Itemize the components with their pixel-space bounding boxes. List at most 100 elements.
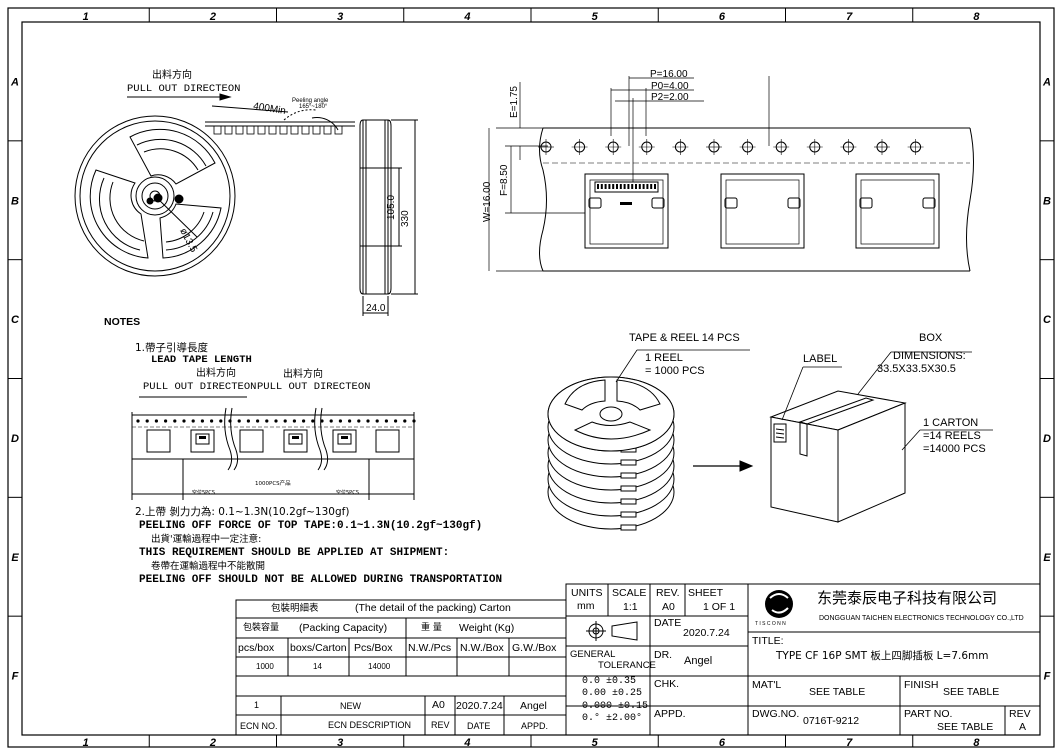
strip-hole [302, 419, 306, 423]
ecn-rev: A0 [432, 699, 445, 711]
zone-ticks [8, 8, 1054, 747]
peeling-angle-label: Peeling angle [292, 98, 329, 104]
qty-mid-label: 1000PCS产品 [255, 481, 291, 487]
material-label: MAT'L [752, 679, 782, 691]
zone-row-label: C [11, 314, 20, 326]
sprocket-holes [538, 139, 924, 155]
zone-col-label: 5 [592, 737, 599, 749]
connector-pin [654, 184, 656, 189]
lead-tape-strip [131, 396, 415, 500]
zone-col-label: 7 [846, 11, 853, 23]
carton-qty-1: 1 CARTON [923, 417, 979, 429]
strip-hole [283, 419, 287, 423]
zone-row-label: B [11, 195, 19, 207]
rev2-label: REV [1009, 708, 1031, 720]
strip-hole [292, 419, 296, 423]
leader-pocket [334, 125, 343, 135]
zone-row-label: B [1043, 195, 1051, 207]
rev-value: A0 [662, 601, 675, 613]
note1-cn: 1.帶子引導長度 [135, 342, 209, 354]
empty-right-label: 空位5PCS [336, 490, 359, 496]
ecn-appd: Angel [520, 700, 547, 712]
empty-left-label: 空位5PCS [192, 490, 215, 496]
sheet-label: SHEET [688, 587, 724, 599]
part-no-label: PART NO. [904, 708, 953, 720]
note2-cn: 2.上帶 剝力力為: 0.1~1.3N(10.2gf~130gf) [135, 506, 350, 518]
general-tolerance-1: GENERAL [570, 649, 616, 660]
packing-title-en: (The detail of the packing) Carton [355, 602, 511, 614]
tolerance-row-3: 0.000 ±0.15 [582, 701, 649, 712]
zone-col-label: 1 [83, 11, 89, 23]
connector-pin [623, 184, 626, 189]
leader-pocket [323, 125, 332, 135]
pocket-latch [922, 197, 936, 209]
strip-hole [136, 419, 140, 423]
dwg-no-label: DWG.NO. [752, 708, 800, 720]
strip-hole [384, 419, 388, 423]
ecn-header-no: ECN NO. [240, 721, 278, 731]
tolerance-row-2: 0.00 ±0.25 [582, 688, 643, 699]
stacked-reel-label [620, 485, 637, 492]
connector-body [594, 181, 659, 193]
leader-pockets [213, 125, 343, 135]
note2-en: PEELING OFF FORCE OF TOP TAPE:0.1~1.3N(1… [139, 520, 483, 532]
ecn-header-appd: APPD. [521, 721, 549, 731]
reel-qty-1: 1 REEL [645, 352, 683, 364]
box-dims-value: 33.5X33.5X30.5 [877, 363, 956, 375]
title-label: TITLE: [752, 635, 784, 647]
strip-hole [200, 419, 204, 423]
box-label: BOX [919, 332, 943, 344]
connector-key [620, 202, 632, 205]
tape-reel-count: TAPE & REEL 14 PCS [629, 332, 740, 344]
connector-pin [638, 184, 641, 189]
connector-pin [635, 184, 637, 189]
note3-cn: 出貨'運輸過程中一定注意: [151, 534, 262, 545]
zone-row-label: A [1042, 76, 1051, 88]
tape-pocket-inner [725, 179, 800, 245]
strip-pocket [283, 429, 308, 453]
zone-row-label: D [11, 433, 19, 445]
finish-label: FINISH [904, 679, 939, 691]
strip-sprocket-holes [136, 419, 416, 423]
header-pcs-per-box: Pcs/Box [354, 642, 393, 654]
sheet-border [7, 7, 1055, 748]
stacked-reel-label [620, 498, 637, 505]
reel-qty-2: = 1000 PCS [645, 365, 705, 377]
stacked-reel-label [620, 472, 637, 479]
strip-pocket [375, 429, 400, 453]
capacity-cn: 包裝容量 [243, 623, 280, 633]
tape-pocket-inner [860, 179, 935, 245]
date-label: DATE [654, 617, 682, 629]
packing-title-cn: 包裝明細表 [271, 603, 319, 614]
strip-hole [182, 419, 186, 423]
connector-pin [608, 184, 611, 189]
tape-pocket-inner [589, 179, 664, 245]
connector-pin [650, 184, 653, 189]
packing-table-grid [235, 599, 567, 736]
sheet-value: 1 OF 1 [703, 601, 736, 613]
value-boxs-carton: 14 [313, 662, 322, 671]
tape-pocket [584, 173, 669, 249]
drawn-by-value: Angel [684, 655, 713, 667]
dwg-no-value: 0716T-9212 [803, 715, 860, 727]
strip-part-pins [341, 436, 348, 439]
strip-hole [191, 419, 195, 423]
ecn-header-desc: ECN DESCRIPTION [328, 720, 412, 730]
title-value: TYPE CF 16P SMT 板上四脚插板 L=7.6mm [776, 650, 989, 662]
leader-pocket [224, 125, 233, 135]
stacked-reel-label [620, 524, 637, 531]
strip-part [337, 433, 352, 445]
header-nw-pcs: N.W./Pcs [408, 642, 452, 654]
tape-pocket [855, 173, 940, 249]
header-gw-box: G.W./Box [512, 642, 557, 654]
reel-side-view [359, 119, 418, 316]
pocket-latch [588, 197, 602, 209]
zone-col-label: 1 [83, 737, 89, 749]
connector-pin [616, 184, 618, 189]
carton-qty-3: =14000 PCS [923, 443, 986, 455]
pocket-latch [787, 197, 801, 209]
connector-pin [631, 184, 634, 189]
tape-pockets [584, 173, 940, 249]
zone-row-label: A [10, 76, 19, 88]
strip-part-pins [292, 436, 299, 439]
